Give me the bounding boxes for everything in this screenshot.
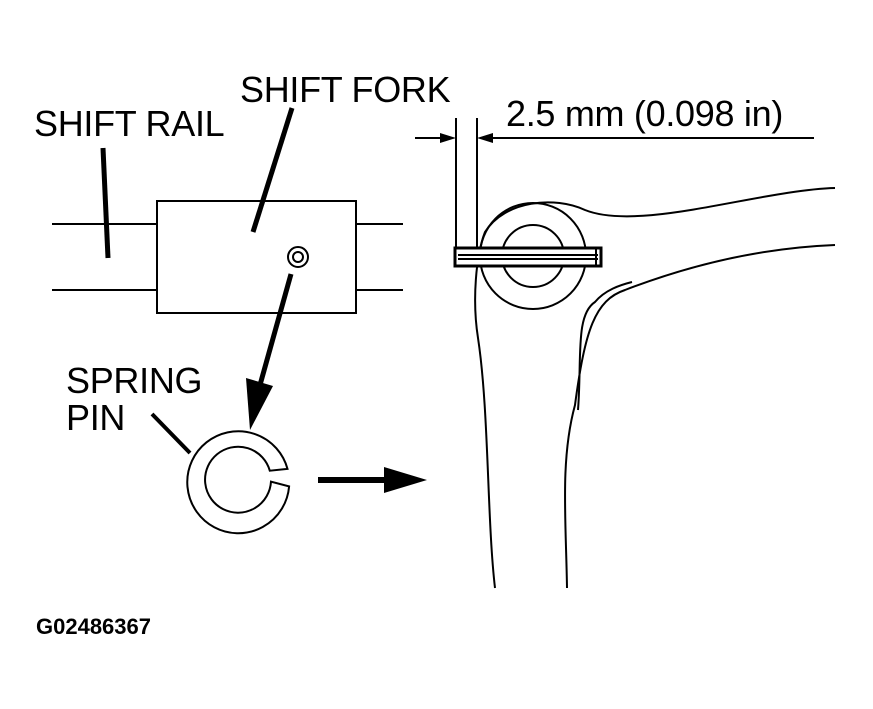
shift-rail-leader	[100, 147, 111, 259]
spring-pin-c-shape	[186, 430, 291, 535]
fork-fillet-curve	[577, 281, 633, 411]
shift-fork-body	[156, 200, 357, 314]
hole-to-pin-arrow	[246, 273, 294, 430]
dimension-arrow-right	[477, 133, 493, 143]
shift-rail-label: SHIFT RAIL	[34, 103, 225, 144]
fork-detail-view	[474, 187, 836, 589]
installed-spring-pin	[453, 246, 603, 268]
spring-pin-label-line2: PIN	[66, 397, 126, 438]
spring-pin-label-line1: SPRING	[66, 360, 203, 401]
shift-fork-label: SHIFT FORK	[240, 69, 451, 110]
dimension-label: 2.5 mm (0.098 in)	[506, 93, 784, 134]
install-direction-arrow	[318, 467, 427, 493]
spring-pin-hole-inner	[292, 251, 304, 263]
figure-code: G02486367	[36, 614, 151, 639]
spring-pin-hole	[287, 246, 309, 268]
fork-inner-profile	[564, 244, 836, 589]
dimension-2-5mm	[415, 118, 814, 264]
spring-pin-hole-outer	[287, 246, 309, 268]
spring-pin-leader	[150, 412, 192, 455]
dimension-arrow-left	[440, 133, 456, 143]
shift-fork-leader	[250, 107, 295, 233]
